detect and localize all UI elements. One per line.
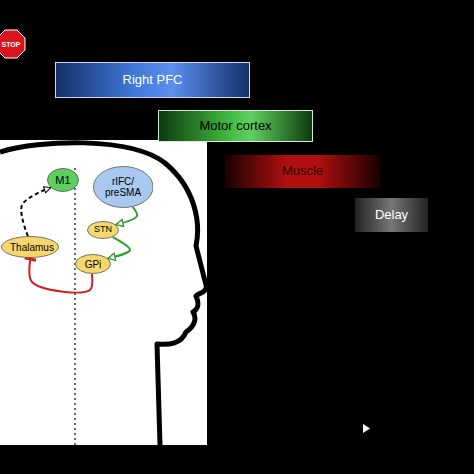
sign-text: STOP — [2, 41, 21, 48]
head-outline — [0, 143, 206, 445]
time-bar: Right PFC — [55, 62, 250, 98]
play-icon — [363, 424, 370, 433]
time-bar: Delay — [355, 198, 428, 232]
node-label: M1 — [55, 174, 70, 186]
node-label: Delay — [375, 208, 408, 222]
node-label: Right PFC — [123, 73, 183, 87]
node-label: Motor cortex — [199, 119, 271, 133]
time-bar: Motor cortex — [158, 110, 313, 142]
node-label: STN — [94, 225, 112, 235]
pathway-connector — [21, 188, 50, 236]
pathway-connector — [116, 207, 137, 225]
node-label: Muscle — [282, 164, 323, 178]
brain-region: rIFC/ preSMA — [93, 166, 154, 208]
node-label: Thalamus — [10, 242, 50, 253]
midline — [74, 168, 76, 445]
brain-region: GPi — [75, 254, 111, 274]
brain-panel — [0, 140, 207, 445]
stop-sign — [0, 30, 25, 58]
brain-region: STN — [87, 221, 119, 239]
node-label: rIFC/ preSMA — [102, 176, 144, 198]
node-label: GPi — [85, 259, 102, 270]
brain-region: Thalamus — [1, 236, 59, 258]
brain-region: M1 — [47, 168, 79, 192]
pathway-connector — [108, 237, 130, 258]
time-bar: Muscle — [225, 155, 380, 188]
